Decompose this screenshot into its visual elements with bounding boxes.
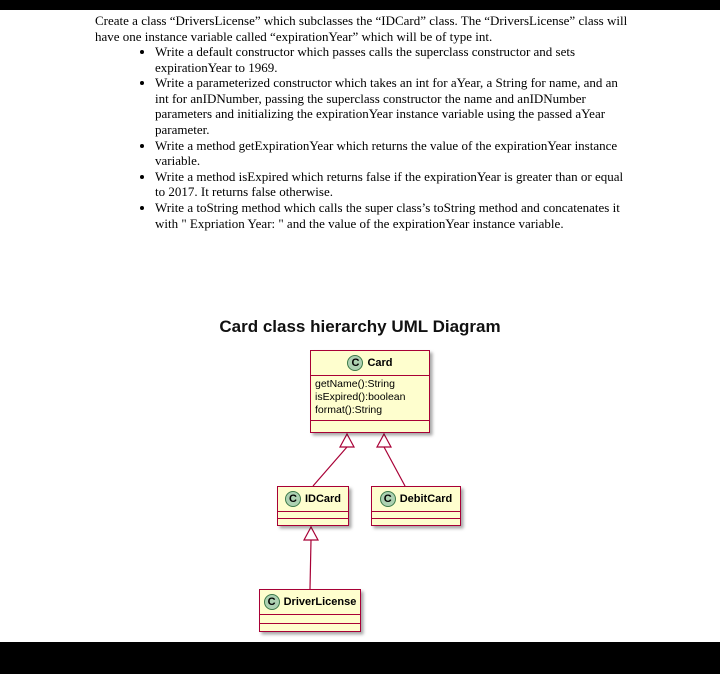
requirement-item: Write a default constructor which passes… bbox=[155, 44, 629, 75]
class-box-debitcard: C DebitCard bbox=[371, 486, 461, 526]
class-header: C Card bbox=[311, 351, 429, 375]
class-name: IDCard bbox=[304, 493, 342, 505]
requirement-text: Write a method getExpirationYear which r… bbox=[155, 137, 618, 169]
requirement-item: Write a parameterized constructor which … bbox=[155, 75, 629, 137]
class-circle-icon: C bbox=[379, 491, 396, 507]
class-circle-icon: C bbox=[263, 594, 280, 610]
class-name: DebitCard bbox=[399, 493, 453, 505]
class-box-driverlicense: C DriverLicense bbox=[259, 589, 361, 632]
requirement-text: Write a toString method which calls the … bbox=[155, 199, 620, 231]
empty-compartment bbox=[260, 614, 360, 623]
member-method: getName():String bbox=[315, 378, 395, 390]
assignment-intro: Create a class “DriversLicense” which su… bbox=[95, 13, 628, 44]
member-method: format():String bbox=[315, 404, 383, 416]
class-name: Card bbox=[367, 357, 393, 369]
class-box-card: C Card getName():String isExpired():bool… bbox=[310, 350, 430, 433]
requirement-item: Write a method getExpirationYear which r… bbox=[155, 138, 629, 169]
requirement-text: Write a method isExpired which returns f… bbox=[155, 168, 624, 200]
requirement-text: Write a default constructor which passes… bbox=[155, 44, 576, 75]
document-page: Create a class “DriversLicense” which su… bbox=[0, 10, 720, 642]
class-header: C DriverLicense bbox=[260, 590, 360, 614]
class-name: DriverLicense bbox=[283, 596, 357, 608]
requirements-list: Write a default constructor which passes… bbox=[140, 44, 629, 231]
class-circle-icon: C bbox=[284, 491, 301, 507]
class-header: C DebitCard bbox=[372, 487, 460, 511]
empty-compartment bbox=[260, 622, 360, 632]
class-members: getName():String isExpired():boolean for… bbox=[311, 375, 429, 420]
empty-compartment bbox=[278, 511, 348, 518]
empty-compartment bbox=[372, 518, 460, 525]
empty-compartment bbox=[311, 420, 429, 432]
empty-compartment bbox=[372, 511, 460, 518]
diagram-title: Card class hierarchy UML Diagram bbox=[219, 317, 501, 336]
empty-compartment bbox=[278, 518, 348, 525]
class-circle-icon: C bbox=[347, 355, 364, 371]
class-header: C IDCard bbox=[278, 487, 348, 511]
member-method: isExpired():boolean bbox=[315, 391, 406, 403]
requirement-item: Write a toString method which calls the … bbox=[155, 200, 629, 231]
class-box-idcard: C IDCard bbox=[277, 486, 349, 526]
requirement-item: Write a method isExpired which returns f… bbox=[155, 169, 629, 200]
requirement-text: Write a parameterized constructor which … bbox=[155, 75, 618, 137]
